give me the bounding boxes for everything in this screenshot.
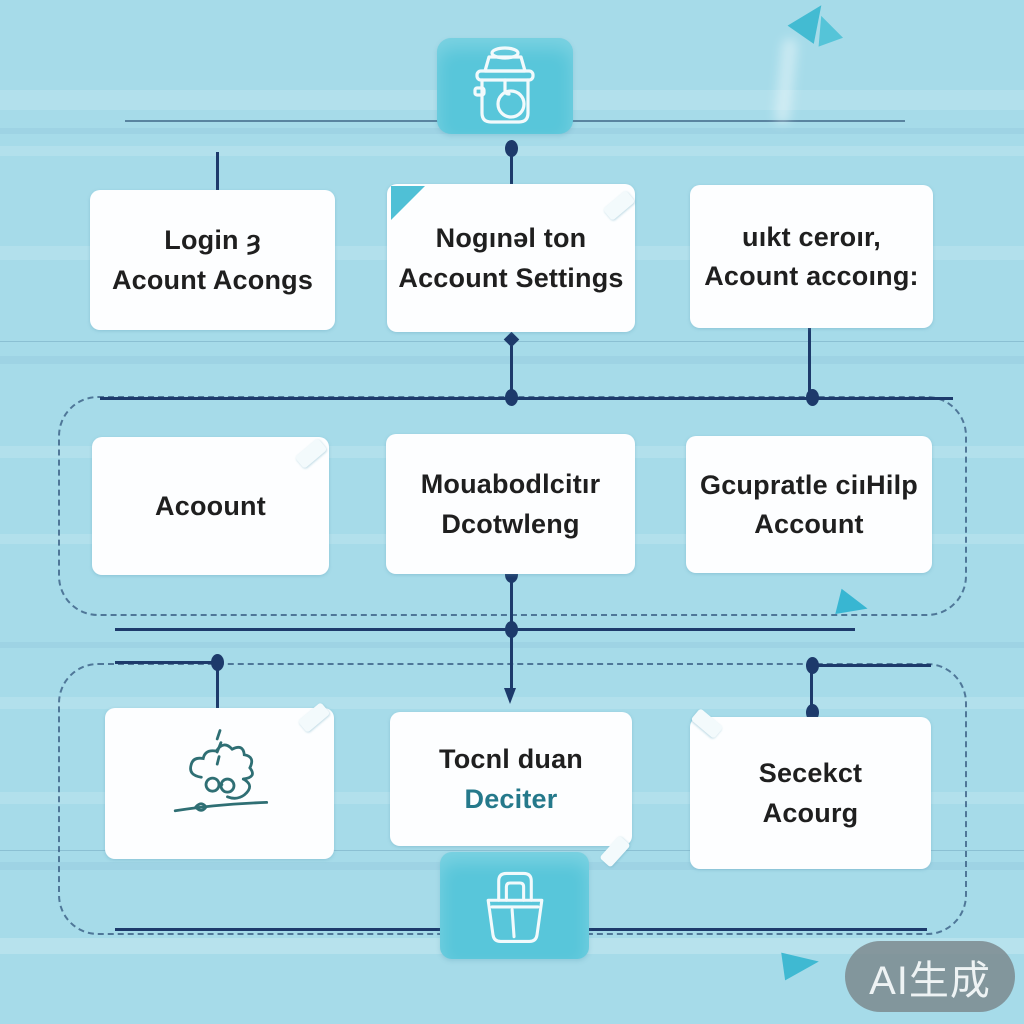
- connector-dot: [505, 389, 518, 406]
- node-doodle: [105, 708, 334, 859]
- node-text-line: Gcupratle ciıHilp: [700, 469, 918, 500]
- connector-dot: [505, 621, 518, 638]
- connector-dot: [806, 657, 819, 674]
- connector-horizontal-line: [115, 628, 855, 631]
- node-text-line: Account Settings: [398, 262, 624, 293]
- arrow-down-icon: [504, 688, 516, 704]
- ai-generated-watermark: AI生成: [845, 941, 1015, 1012]
- connector-horizontal-line: [100, 397, 953, 400]
- connector-line: [810, 666, 813, 710]
- connector-dot: [806, 389, 819, 406]
- node-text-line: Acourg: [762, 797, 859, 828]
- connector-line: [813, 664, 931, 667]
- node-deciter: Tocnl duan Deciter: [390, 712, 632, 846]
- node-text-line: Secekct: [758, 758, 863, 789]
- node-text-line: uıkt ceroır,: [742, 221, 881, 252]
- connector-line: [115, 661, 218, 664]
- node-help-account: Gcupratle ciıHilp Account: [686, 436, 932, 573]
- connector-dot: [806, 704, 819, 721]
- connector-line: [510, 346, 513, 399]
- node-account-settings: Nogınəl ton Account Settings: [387, 184, 635, 332]
- node-text-line: Acoount: [155, 490, 266, 521]
- connector-diamond: [503, 331, 520, 348]
- connector-line: [510, 155, 513, 191]
- node-account-accoing: uıkt ceroır, Acount accoıng:: [690, 185, 933, 328]
- node-login: Login ȝ Acount Acongs: [90, 190, 335, 330]
- node-account: Acoount: [92, 437, 329, 575]
- connector-dot: [505, 140, 518, 157]
- node-text-line: Acount Acongs: [111, 264, 314, 295]
- connector-tick: [216, 152, 219, 200]
- white-streak-decoration: [773, 37, 799, 125]
- node-dcotwleng: Mouabodlcitır Dcotwleng: [386, 434, 635, 574]
- node-text-line-accent: Deciter: [464, 783, 558, 814]
- hand-drawn-doodle-sketch: [164, 726, 276, 841]
- storage-jar-icon: [453, 41, 557, 131]
- node-text-line: Nogınəl ton: [435, 223, 587, 254]
- watermark-label: AI生成: [869, 958, 991, 1003]
- top-icon-box: [437, 38, 573, 134]
- connector-line: [808, 328, 811, 400]
- node-text-line: Dcotwleng: [441, 508, 580, 539]
- connector-dot: [211, 654, 224, 671]
- node-text-line: Mouabodlcitır: [420, 469, 601, 500]
- node-text-line: Login ȝ: [164, 225, 261, 256]
- node-text-line: Tocnl duan: [439, 744, 583, 775]
- bottom-icon-box: [440, 852, 589, 959]
- node-text-line: Acount accoıng:: [704, 261, 919, 291]
- basket-icon: [467, 860, 563, 952]
- node-select-account: Secekct Acourg: [690, 717, 931, 869]
- connector-line: [216, 663, 219, 720]
- texture-line: [0, 850, 1024, 851]
- node-text-line: Account: [754, 509, 864, 539]
- arrow-right-decoration: [781, 947, 821, 981]
